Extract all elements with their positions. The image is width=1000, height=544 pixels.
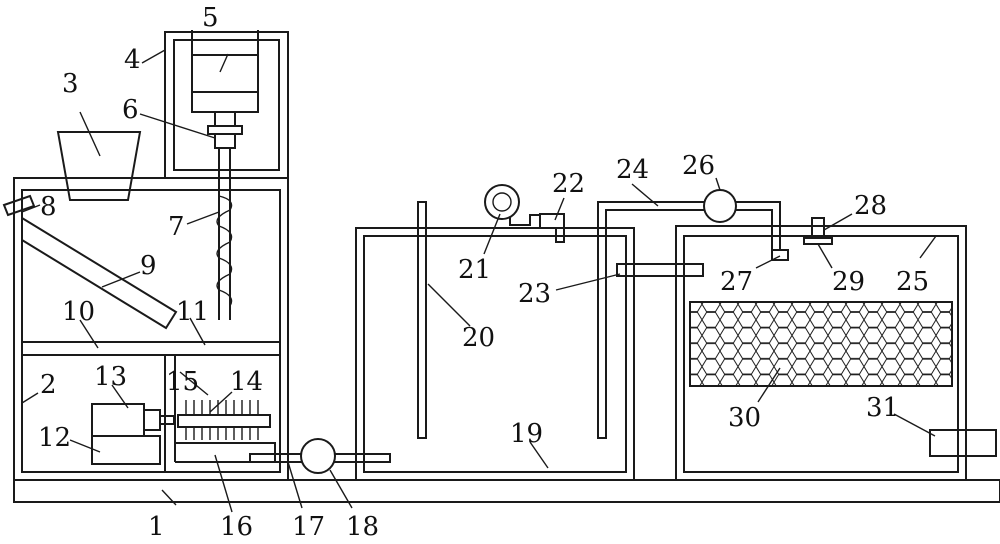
callout-13: 13 — [94, 362, 127, 392]
valve — [539, 213, 565, 243]
sensor — [803, 217, 833, 245]
callout-29: 29 — [832, 267, 865, 297]
spray-nozzle — [771, 249, 789, 261]
left-housing — [13, 177, 289, 481]
callout-1: 1 — [148, 512, 165, 542]
callout-8: 8 — [40, 192, 57, 222]
blower — [484, 184, 540, 226]
hopper — [56, 131, 142, 201]
transfer-pump — [300, 438, 336, 474]
callout-17: 17 — [292, 512, 325, 542]
callout-24: 24 — [616, 155, 649, 185]
auger-screw — [216, 148, 233, 320]
crusher-roller — [177, 400, 271, 440]
callout-25: 25 — [896, 267, 929, 297]
circulation-pump — [703, 189, 737, 223]
callout-5: 5 — [202, 3, 219, 33]
callout-30: 30 — [728, 403, 761, 433]
callout-16: 16 — [220, 512, 253, 542]
lower-motor — [91, 403, 175, 465]
callout-2: 2 — [40, 370, 57, 400]
callout-3: 3 — [62, 69, 79, 99]
callout-26: 26 — [682, 151, 715, 181]
inclined-chute — [21, 217, 178, 330]
inlet-tab — [2, 194, 36, 217]
callout-6: 6 — [122, 95, 139, 125]
collection-trough — [174, 355, 276, 463]
callout-19: 19 — [510, 419, 543, 449]
drain-outlet — [929, 429, 997, 457]
callout-11: 11 — [176, 297, 209, 327]
callout-4: 4 — [124, 45, 141, 75]
callout-27: 27 — [720, 267, 753, 297]
callout-21: 21 — [458, 255, 491, 285]
callout-31: 31 — [866, 393, 899, 423]
callout-9: 9 — [140, 251, 157, 281]
callout-28: 28 — [854, 191, 887, 221]
top-motor — [191, 30, 259, 149]
callout-12: 12 — [38, 423, 71, 453]
callout-15: 15 — [166, 367, 199, 397]
callout-20: 20 — [462, 323, 495, 353]
leader-lines — [21, 49, 937, 513]
baffle-left — [417, 201, 427, 439]
callout-7: 7 — [168, 212, 185, 242]
filter-media — [689, 301, 953, 387]
callout-23: 23 — [518, 279, 551, 309]
inlet-pipe — [616, 263, 704, 277]
motor-housing — [164, 31, 289, 179]
base-plate — [13, 479, 1000, 503]
middle-tank — [355, 227, 635, 480]
callout-22: 22 — [552, 169, 585, 199]
baffle-right — [597, 227, 607, 439]
callout-14: 14 — [230, 367, 263, 397]
callout-10: 10 — [62, 297, 95, 327]
callout-labels: 1 2 3 4 5 6 7 8 9 10 11 12 13 14 15 16 1… — [38, 3, 929, 542]
right-tank — [675, 225, 967, 480]
callout-18: 18 — [346, 512, 379, 542]
